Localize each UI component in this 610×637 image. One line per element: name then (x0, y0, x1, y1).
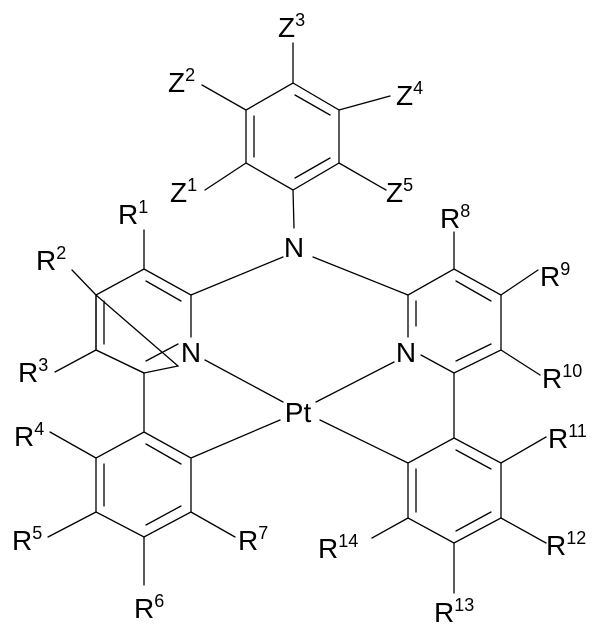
substituent-base: R (238, 525, 258, 556)
substituent-r12: R12 (546, 528, 586, 561)
substituent-base: R (14, 421, 34, 452)
substituent-base: R (18, 357, 38, 388)
substituent-base: R (546, 530, 566, 561)
substituent-superscript: 5 (403, 175, 413, 195)
substituent-superscript: 14 (338, 531, 358, 551)
substituent-superscript: 2 (56, 243, 66, 263)
substituent-r10: R10 (542, 361, 582, 394)
substituent-base: R (540, 261, 560, 292)
substituent-superscript: 3 (295, 10, 305, 30)
substituent-superscript: 1 (187, 175, 197, 195)
left-pyridine-ring (55, 230, 283, 373)
substituent-r14: R14 (318, 531, 358, 564)
substituent-superscript: 6 (154, 591, 164, 611)
right-pyridine-ring (313, 232, 540, 375)
substituent-r11: R11 (548, 421, 587, 454)
substituent-z4: Z4 (396, 78, 423, 111)
substituent-superscript: 9 (560, 259, 570, 279)
substituent-z3: Z3 (278, 10, 305, 43)
substituent-superscript: 2 (185, 65, 195, 85)
amine-nitrogen-label: N (284, 232, 304, 263)
platinum-label: Pt (285, 397, 312, 428)
substituent-base: R (36, 245, 56, 276)
substituent-superscript: 13 (454, 595, 474, 615)
right-pyridine-nitrogen-label: N (396, 337, 416, 368)
substituent-base: R (434, 597, 454, 628)
substituent-superscript: 11 (568, 421, 587, 441)
substituent-base: Z (386, 177, 403, 208)
substituent-base: R (542, 363, 562, 394)
substituent-base: Z (396, 80, 413, 111)
substituent-r2: R2 (36, 243, 66, 276)
substituent-z1: Z1 (170, 175, 197, 208)
substituent-r13: R13 (434, 595, 474, 628)
substituent-superscript: 5 (32, 523, 42, 543)
substituent-z2: Z2 (168, 65, 195, 98)
substituent-superscript: 7 (258, 523, 268, 543)
substituent-superscript: 4 (413, 78, 423, 98)
substituent-superscript: 4 (34, 419, 44, 439)
substituent-r9: R9 (540, 259, 570, 292)
substituent-base: R (12, 525, 32, 556)
substituent-superscript: 1 (138, 197, 148, 217)
substituent-superscript: 12 (566, 528, 586, 548)
substituent-base: Z (278, 12, 295, 43)
substituent-base: R (440, 203, 460, 234)
substituent-base: R (118, 199, 138, 230)
left-phenyl-ring (48, 432, 235, 585)
substituent-z5: Z5 (386, 175, 413, 208)
substituent-base: Z (168, 67, 185, 98)
substituent-superscript: 3 (38, 355, 48, 375)
substituent-r5: R5 (12, 523, 42, 556)
substituent-base: R (134, 593, 154, 624)
substituent-r4: R4 (14, 419, 44, 452)
substituent-r3: R3 (18, 355, 48, 388)
left-pyridine-nitrogen-label: N (181, 337, 201, 368)
substituent-superscript: 10 (562, 361, 582, 381)
substituent-r7: R7 (238, 523, 268, 556)
top-phenyl-ring (202, 43, 390, 228)
substituent-base: R (548, 423, 568, 454)
substituent-base: Z (170, 177, 187, 208)
substituent-r1: R1 (118, 197, 148, 230)
substituent-r6: R6 (134, 591, 164, 624)
substituent-base: R (318, 533, 338, 564)
substituent-superscript: 8 (460, 201, 470, 221)
substituent-r8: R8 (440, 201, 470, 234)
right-phenyl-ring (372, 437, 546, 593)
